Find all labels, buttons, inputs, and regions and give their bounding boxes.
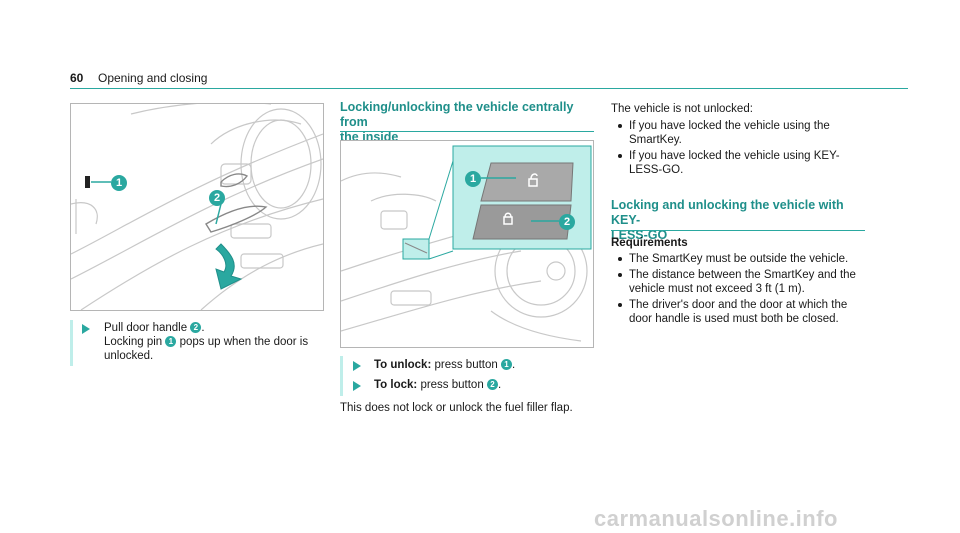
keyless-go-heading: Locking and unlocking the vehicle with K… (611, 198, 871, 243)
list-item: If you have locked the vehicle using KEY… (618, 149, 861, 177)
left-line3: unlocked. (104, 350, 154, 362)
header-rule (70, 88, 908, 89)
door-handle-illustration: 1 2 (70, 103, 324, 311)
requirements: Requirements The SmartKey must be outsid… (611, 236, 861, 328)
central-locking-illustration: 1 2 (340, 140, 594, 348)
right-column: The vehicle is not unlocked: If you have… (611, 102, 861, 179)
unlock-step-text: press button (434, 359, 498, 371)
callout-2: 2 (209, 190, 225, 206)
central-locking-heading-rule (340, 131, 594, 132)
step-arrow-icon (353, 381, 361, 391)
fuel-flap-note: This does not lock or unlock the fuel fi… (340, 402, 573, 414)
section-title: Opening and closing (98, 71, 208, 85)
lock-step-callout: 2 (486, 379, 498, 391)
callout-1: 1 (111, 175, 127, 191)
lock-step: To lock: press button 2. (374, 379, 502, 391)
list-item: The driver's door and the door at which … (618, 298, 861, 326)
list-item: The distance between the SmartKey and th… (618, 268, 861, 296)
not-unlocked-intro: The vehicle is not unlocked: (611, 103, 753, 115)
lock-step-label: To lock: (374, 379, 418, 391)
unlock-step-callout: 1 (500, 359, 512, 371)
list-item: If you have locked the vehicle using the… (618, 119, 861, 147)
unlock-step-label: To unlock: (374, 359, 432, 371)
left-line2-callout: 1 (165, 336, 177, 348)
central-locking-heading-line1: Locking/unlocking the vehicle centrally … (340, 100, 574, 129)
callout-2: 2 (559, 214, 575, 230)
central-locking-heading: Locking/unlocking the vehicle centrally … (340, 100, 600, 145)
step-sidebar (340, 356, 343, 396)
keyless-go-heading-line1: Locking and unlocking the vehicle with K… (611, 198, 844, 227)
callout-1: 1 (465, 171, 481, 187)
step-arrow-icon (82, 324, 90, 334)
page-number: 60 (70, 71, 84, 85)
left-line2-b: pops up when the door is (179, 336, 309, 348)
keyless-go-heading-line2: LESS-GO (611, 228, 668, 242)
keyless-go-heading-rule (611, 230, 865, 231)
left-step-text: Pull door handle (104, 322, 188, 334)
left-step-callout: 2 (190, 322, 202, 334)
not-unlocked-list: If you have locked the vehicle using the… (611, 119, 861, 177)
step-arrow-icon (353, 361, 361, 371)
step-sidebar (70, 320, 73, 366)
list-item: The SmartKey must be outside the vehicle… (618, 252, 861, 266)
unlock-step: To unlock: press button 1. (374, 359, 516, 371)
requirements-title: Requirements (611, 237, 688, 249)
requirements-list: The SmartKey must be outside the vehicle… (611, 252, 861, 326)
left-line2-a: Locking pin (104, 336, 163, 348)
watermark: carmanualsonline.info (594, 506, 838, 531)
left-step: Pull door handle 2. Locking pin 1 pops u… (104, 322, 309, 362)
lock-step-text: press button (420, 379, 484, 391)
